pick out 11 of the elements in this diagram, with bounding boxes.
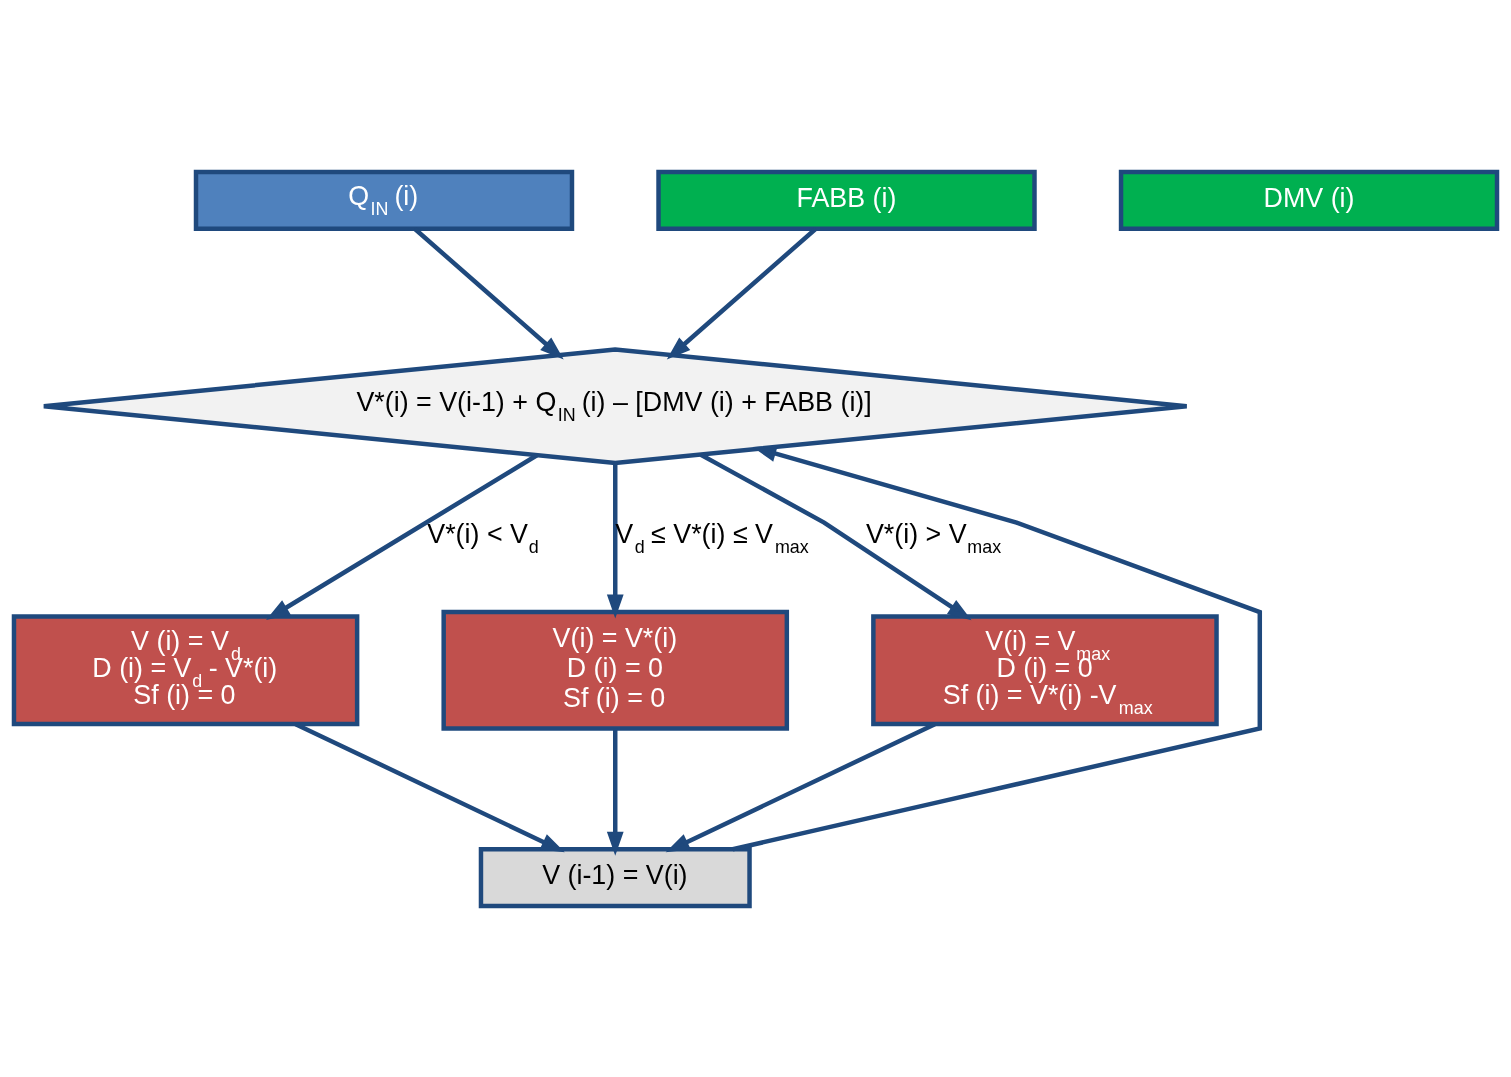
node-box: Q$_{IN}$ (i) [193,169,575,231]
arrow [732,445,1263,851]
edge-label: V*(i) < V$_{d}$ [427,518,539,557]
node-box: V (i-1) = V(i) [478,846,752,908]
node-box: DMV (i) [1118,169,1500,231]
arrow [606,728,624,856]
node-box: V (i) = V$_{d}$ D (i) = V$_{d}$ - V*(i) Sf (i) = 0 [11,613,360,726]
node-box: V(i) = V$_{max}$ D (i) = 0 Sf (i) = V*(i) -V$_{max}$ [871,613,1219,726]
edge-label: V*(i) > V$_{max}$ [865,518,1002,557]
node-box: FABB (i) [656,169,1037,231]
node-box: V(i) = V*(i) D (i) = 0 Sf (i) = 0 [441,609,790,731]
